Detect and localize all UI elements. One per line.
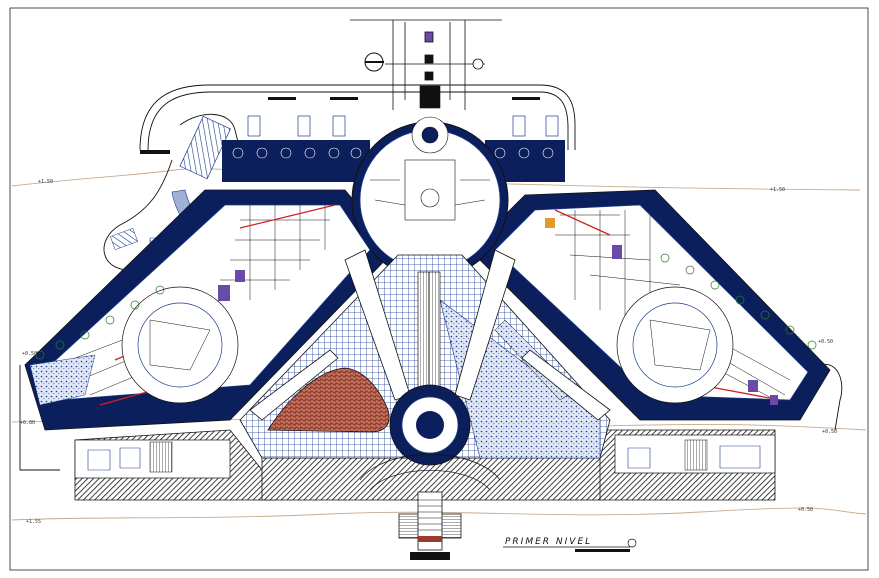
scale-symbol-icon xyxy=(627,538,637,548)
perimeter-trees xyxy=(35,253,817,360)
level-left-top: +1.50 xyxy=(38,179,53,185)
south-round-plaza xyxy=(359,384,501,491)
level-left-bottom: +1.55 xyxy=(26,519,41,525)
entry-road xyxy=(350,19,502,110)
level-right-low: +0.50 xyxy=(822,429,837,435)
top-planters xyxy=(222,140,565,182)
sheet-border xyxy=(9,7,869,571)
plan-title: PRIMER NIVEL xyxy=(505,537,592,547)
left-garden xyxy=(29,354,96,406)
parking-area xyxy=(140,97,559,180)
level-left-mid: +0.50 xyxy=(22,351,37,357)
central-spine xyxy=(417,271,441,403)
title-block: PRIMER NIVEL xyxy=(503,537,637,552)
north-arrow xyxy=(364,52,484,72)
level-right-top: +1.50 xyxy=(770,187,785,193)
site-boundary xyxy=(19,84,843,471)
brick-garden xyxy=(267,367,390,433)
south-entry-stair xyxy=(398,491,462,560)
level-left-low: +0.80 xyxy=(20,420,35,426)
level-right-bottom: +0.50 xyxy=(798,507,813,513)
wing-courtyards xyxy=(121,286,734,404)
level-right-mid: +0.50 xyxy=(818,339,833,345)
lower-side-buildings xyxy=(74,429,776,501)
level-markers: +1.50 +0.50 +0.80 +1.55 +1.50 +0.50 +0.5… xyxy=(20,179,837,525)
rotunda-details xyxy=(370,85,490,221)
